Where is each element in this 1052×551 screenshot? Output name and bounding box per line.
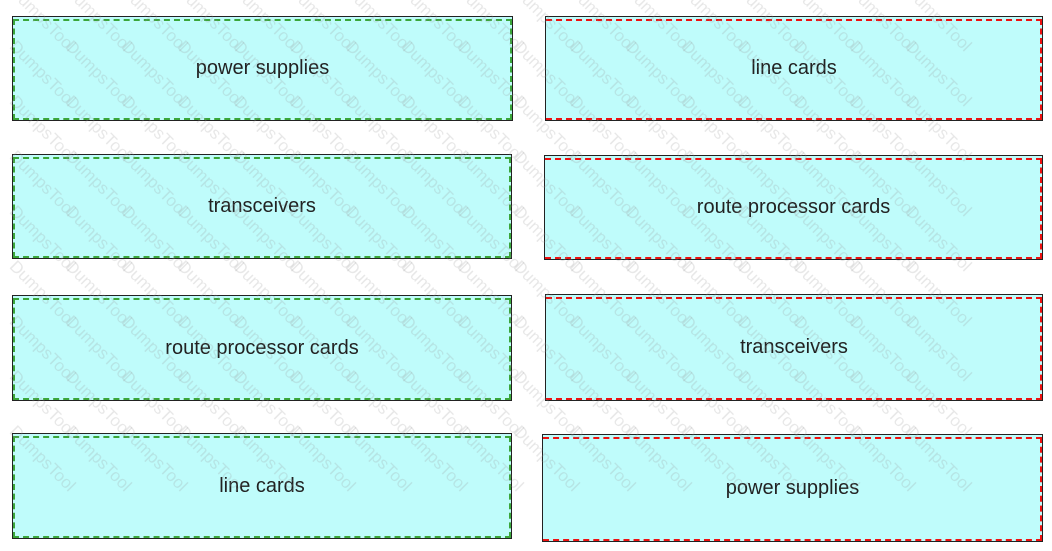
left-item-route-processor-cards[interactable]: route processor cards bbox=[12, 295, 512, 401]
right-item-line-cards[interactable]: line cards bbox=[545, 16, 1043, 121]
item-label: line cards bbox=[219, 474, 305, 497]
left-item-power-supplies[interactable]: power supplies bbox=[12, 16, 513, 121]
right-item-power-supplies[interactable]: power supplies bbox=[542, 434, 1043, 542]
right-item-transceivers[interactable]: transceivers bbox=[545, 294, 1043, 401]
left-item-transceivers[interactable]: transceivers bbox=[12, 154, 512, 259]
item-label: power supplies bbox=[195, 57, 330, 79]
item-label: route processor cards bbox=[696, 196, 891, 218]
left-item-line-cards[interactable]: line cards bbox=[12, 433, 512, 539]
item-label: transceivers bbox=[208, 195, 316, 217]
item-label: power supplies bbox=[725, 476, 860, 499]
item-label: transceivers bbox=[740, 336, 848, 358]
right-item-route-processor-cards[interactable]: route processor cards bbox=[544, 155, 1043, 260]
item-label: route processor cards bbox=[165, 336, 359, 359]
item-label: line cards bbox=[751, 57, 837, 79]
